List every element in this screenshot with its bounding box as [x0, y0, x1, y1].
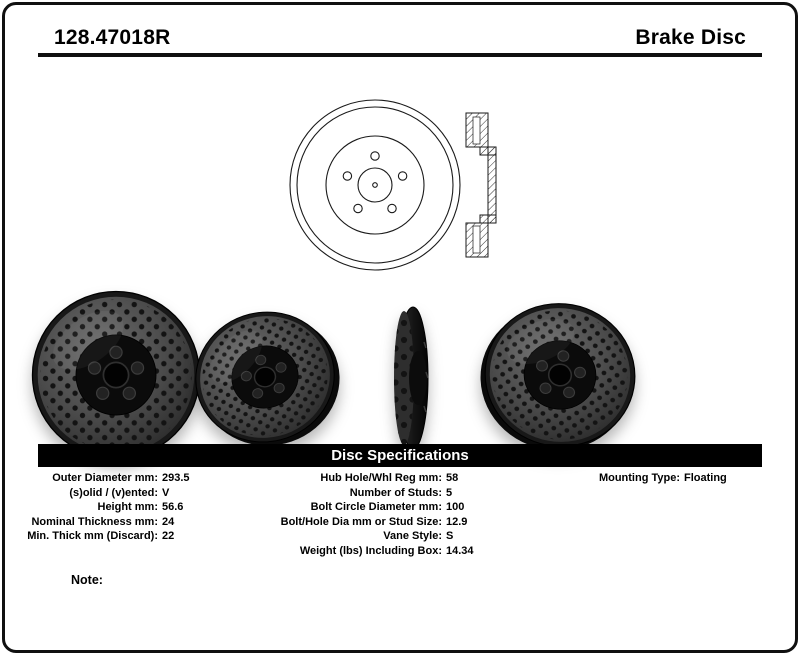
spec-column-right: Mounting Type: Floating: [556, 471, 727, 486]
spec-value: 56.6: [162, 501, 184, 514]
spec-row-nominal-thickness: Nominal Thickness mm: 24: [8, 515, 190, 530]
spec-row-height: Height mm: 56.6: [8, 500, 190, 515]
spec-column-left: Outer Diameter mm: 293.5 (s)olid / (v)en…: [8, 471, 190, 544]
spec-label: Weight (lbs) Including Box:: [299, 544, 442, 557]
spec-row-mounting-type: Mounting Type: Floating: [556, 471, 727, 486]
spec-row-bolt-hole-dia: Bolt/Hole Dia mm or Stud Size: 12.9: [250, 515, 474, 530]
spec-value: Floating: [684, 472, 727, 484]
spec-value: 293.5: [162, 472, 190, 484]
spec-row-min-thickness: Min. Thick mm (Discard): 22: [8, 529, 190, 544]
spec-label: Min. Thick mm (Discard):: [27, 530, 158, 543]
technical-drawings: [289, 99, 497, 271]
spec-column-middle: Hub Hole/Whl Reg mm: 58 Number of Studs:…: [250, 471, 474, 559]
spec-value: 24: [162, 515, 175, 528]
spec-label: Height mm:: [97, 501, 159, 514]
spec-value: 58: [446, 472, 459, 484]
spec-label: Outer Diameter mm:: [52, 472, 158, 484]
header-divider: [38, 53, 762, 57]
spec-row-hub-hole: Hub Hole/Whl Reg mm: 58: [250, 471, 474, 486]
spec-value: 12.9: [446, 515, 468, 528]
spec-label: Hub Hole/Whl Reg mm:: [320, 472, 442, 484]
spec-label: (s)olid / (v)ented:: [69, 486, 158, 499]
spec-label: Number of Studs:: [349, 486, 442, 499]
spec-row-vane-style: Vane Style: S: [250, 529, 474, 544]
spec-label: Nominal Thickness mm:: [31, 515, 158, 528]
brake-disc-cross-section-drawing: [465, 112, 497, 258]
spec-value: S: [446, 530, 454, 543]
rotor-photo-angled-right: [477, 293, 643, 457]
spec-row-bolt-circle-diameter: Bolt Circle Diameter mm: 100: [250, 500, 474, 515]
spec-label: Mounting Type:: [598, 472, 680, 484]
spec-label: Bolt Circle Diameter mm:: [310, 501, 442, 514]
spec-value: 100: [446, 501, 465, 514]
spec-value: 5: [446, 486, 453, 499]
disc-specifications-banner: Disc Specifications: [38, 444, 762, 467]
note-label: Note:: [71, 573, 103, 587]
product-type-title: Brake Disc: [635, 26, 746, 49]
spec-label: Bolt/Hole Dia mm or Stud Size:: [280, 515, 442, 528]
spec-label: Vane Style:: [383, 530, 442, 543]
rotor-photo-front: [31, 290, 201, 460]
spec-value: V: [162, 486, 170, 499]
brake-disc-front-drawing: [289, 99, 461, 271]
spec-row-outer-diameter: Outer Diameter mm: 293.5: [8, 471, 190, 486]
part-number: 128.47018R: [54, 26, 171, 49]
rotor-photo-angled-left: [189, 298, 341, 456]
spec-row-number-of-studs: Number of Studs: 5: [250, 486, 474, 501]
spec-value: 22: [162, 530, 175, 543]
spec-row-weight: Weight (lbs) Including Box: 14.34: [250, 544, 474, 559]
spec-row-solid-vented: (s)olid / (v)ented: V: [8, 486, 190, 501]
spec-value: 14.34: [446, 544, 474, 557]
rotor-photo-edge: [394, 306, 429, 450]
